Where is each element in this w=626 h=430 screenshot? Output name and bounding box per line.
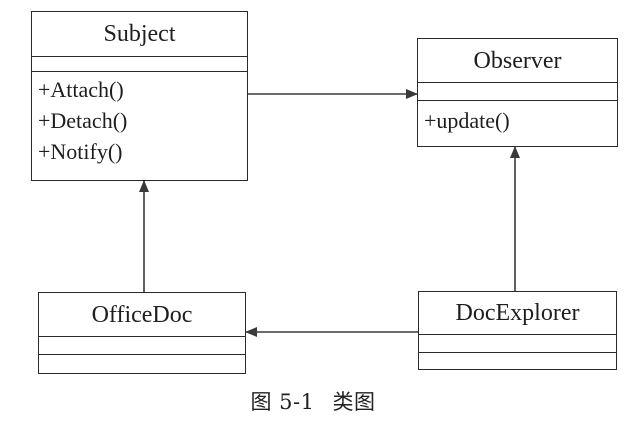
class-subject[interactable]: Subject +Attach() +Detach() +Notify() (31, 11, 248, 181)
operations-compartment-officedoc (39, 355, 245, 373)
operation-notify: +Notify() (38, 139, 123, 164)
attributes-compartment-subject (32, 57, 247, 72)
class-observer[interactable]: Observer +update() (417, 38, 618, 147)
figure-number: 图 5-1 (250, 390, 315, 414)
operation-update: +update() (424, 108, 510, 133)
class-officedoc[interactable]: OfficeDoc (38, 292, 246, 374)
class-name-subject: Subject (32, 12, 247, 57)
class-name-docexplorer: DocExplorer (419, 292, 616, 335)
operation-detach: +Detach() (38, 108, 128, 133)
class-docexplorer[interactable]: DocExplorer (418, 291, 617, 370)
attributes-compartment-officedoc (39, 337, 245, 355)
operations-compartment-subject: +Attach() +Detach() +Notify() (32, 72, 247, 180)
operation-attach: +Attach() (38, 77, 124, 102)
figure-title: 类图 (332, 390, 376, 414)
class-name-officedoc: OfficeDoc (39, 293, 245, 337)
attributes-compartment-observer (418, 83, 617, 101)
operations-compartment-observer: +update() (418, 101, 617, 146)
class-name-observer: Observer (418, 39, 617, 83)
attributes-compartment-docexplorer (419, 335, 616, 353)
operations-compartment-docexplorer (419, 353, 616, 369)
figure-caption: 图 5-1 类图 (0, 386, 626, 416)
